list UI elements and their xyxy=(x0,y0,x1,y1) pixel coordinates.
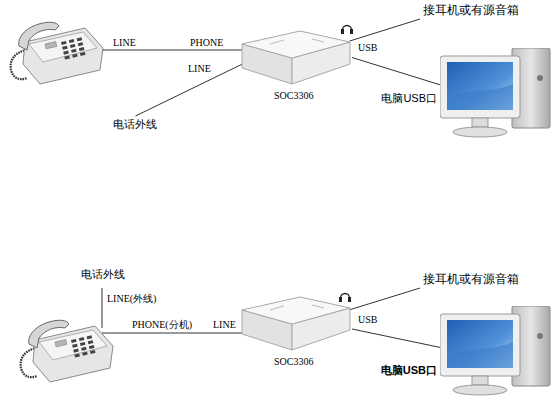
device-box: SOC3306 xyxy=(240,296,352,351)
output-note: 接耳机或有源音箱 xyxy=(420,270,523,288)
output-note: 接耳机或有源音箱 xyxy=(420,1,523,19)
node-text: 接耳机或有源音箱 xyxy=(423,272,520,286)
port-label: LINE(外线) xyxy=(107,293,156,304)
connector-line xyxy=(352,329,440,347)
device-outline xyxy=(240,30,352,85)
edge-label: USB xyxy=(357,314,378,325)
port-label: LINE xyxy=(213,319,236,330)
device-detail xyxy=(270,39,324,44)
telephone-picture xyxy=(11,22,103,84)
device-caption: SOC3306 xyxy=(274,356,313,367)
headphone-icon xyxy=(341,26,353,35)
telephone-picture xyxy=(21,320,113,382)
outside-line-note: 电话外线 xyxy=(78,266,129,283)
headphone-icon xyxy=(339,294,351,303)
computer-box: 电脑USB口 xyxy=(440,306,552,398)
edge-label: USB xyxy=(357,42,378,53)
port-label: LINE xyxy=(113,37,136,48)
node-text: 电脑USB口 xyxy=(381,364,440,377)
outside-line-note: 电话外线 xyxy=(110,116,161,133)
outside-line-wire xyxy=(102,288,103,328)
device-box: SOC3306 xyxy=(240,30,352,85)
node-text: 电脑USB口 xyxy=(381,92,440,105)
computer-picture xyxy=(440,306,550,395)
port-label: PHONE xyxy=(190,37,223,48)
device-top xyxy=(242,297,350,324)
node-text: 接耳机或有源音箱 xyxy=(423,3,520,17)
connector-line xyxy=(352,58,440,85)
device-detail xyxy=(270,305,324,310)
device-outline xyxy=(240,296,352,351)
node-text: 电话外线 xyxy=(113,118,158,131)
node-text: 电话外线 xyxy=(81,268,126,281)
edge-label: LINE xyxy=(187,63,212,74)
device-top xyxy=(242,31,350,58)
connector-line xyxy=(350,19,420,41)
computer-box: 电脑USB口 xyxy=(440,48,552,140)
phone-wire xyxy=(102,333,243,334)
connector-line xyxy=(350,288,420,310)
phone-wire xyxy=(103,50,243,51)
device-caption: SOC3306 xyxy=(274,90,313,101)
computer-picture xyxy=(440,48,550,137)
port-label: PHONE(分机) xyxy=(132,319,192,330)
